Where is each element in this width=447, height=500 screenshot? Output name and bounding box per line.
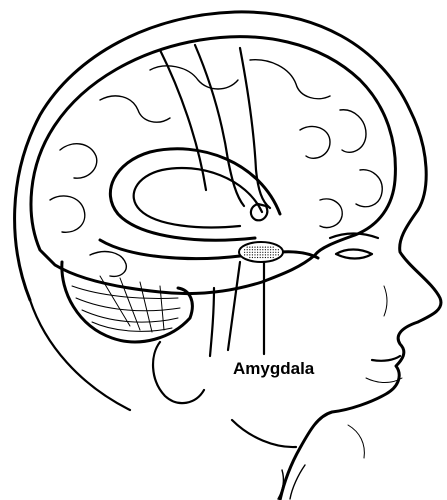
amygdala-dot	[267, 252, 268, 253]
amygdala-dot	[257, 257, 258, 258]
amygdala-dot	[270, 247, 271, 248]
amygdala-dot	[270, 257, 271, 258]
amygdala-dot	[260, 247, 261, 248]
amygdala-dot	[252, 257, 253, 258]
amygdala-dot	[244, 249, 245, 250]
amygdala-dot	[252, 254, 253, 255]
amygdala-dot	[262, 249, 263, 250]
brainstem	[228, 262, 240, 350]
amygdala-dot	[273, 254, 274, 255]
amygdala-dot	[252, 247, 253, 248]
amygdala-dot	[265, 254, 266, 255]
temporal-lobe	[100, 240, 318, 259]
brainstem	[210, 288, 214, 356]
amygdala-shape	[239, 242, 283, 262]
amygdala-dot	[247, 252, 248, 253]
gyrus	[150, 66, 238, 89]
amygdala-dot	[247, 247, 248, 248]
amygdala-dot	[262, 247, 263, 248]
amygdala-dot	[260, 252, 261, 253]
amygdala-dot	[273, 252, 274, 253]
amygdala-dot	[249, 257, 250, 258]
amygdala-dot	[267, 257, 268, 258]
gyrus	[50, 196, 85, 232]
amygdala-dot	[254, 252, 255, 253]
amygdala-label: Amygdala	[233, 359, 315, 378]
amygdala-dot	[270, 249, 271, 250]
amygdala-dot	[267, 254, 268, 255]
sulcus	[240, 48, 270, 208]
amygdala-dot	[254, 249, 255, 250]
amygdala-dot	[254, 247, 255, 248]
gyrus	[320, 199, 342, 228]
amygdala-dot	[273, 249, 274, 250]
amygdala-dot	[260, 249, 261, 250]
chin-line	[348, 425, 364, 458]
amygdala-dot	[247, 249, 248, 250]
gyrus	[356, 170, 382, 207]
amygdala-dot	[265, 252, 266, 253]
gyrus	[300, 126, 330, 158]
amygdala-dot	[249, 254, 250, 255]
amygdala-dot	[244, 252, 245, 253]
cerebellum-folia	[92, 322, 172, 331]
cerebellum-folia	[100, 276, 130, 326]
limbic-arc-inner	[134, 168, 262, 227]
amygdala-dot	[278, 252, 279, 253]
amygdala-dot	[257, 247, 258, 248]
amygdala-dot	[278, 249, 279, 250]
amygdala-dot	[249, 252, 250, 253]
amygdala-dot	[270, 252, 271, 253]
amygdala-dot	[267, 249, 268, 250]
amygdala-dot	[278, 254, 279, 255]
amygdala-dot	[254, 257, 255, 258]
amygdala-dot	[265, 257, 266, 258]
gyrus	[60, 144, 97, 178]
amygdala-dot	[265, 247, 266, 248]
amygdala-dot	[273, 257, 274, 258]
amygdala-dot	[257, 249, 258, 250]
gyrus	[340, 110, 366, 153]
cheek-line	[384, 286, 387, 316]
amygdala-dot	[275, 254, 276, 255]
amygdala-dot	[262, 254, 263, 255]
neck-line	[232, 420, 296, 447]
gyrus	[250, 60, 330, 99]
amygdala-dot	[265, 249, 266, 250]
amygdala-dot	[267, 247, 268, 248]
amygdala-dot	[262, 252, 263, 253]
amygdala-dot	[257, 252, 258, 253]
gyrus	[90, 252, 126, 277]
amygdala-dot	[247, 254, 248, 255]
gyrus	[100, 96, 170, 122]
amygdala-dot	[244, 254, 245, 255]
amygdala-dot	[252, 249, 253, 250]
mouth	[372, 356, 400, 361]
amygdala-dot	[254, 254, 255, 255]
amygdala-dot	[275, 252, 276, 253]
amygdala-dot	[262, 257, 263, 258]
central-sulcus	[195, 45, 244, 206]
amygdala-dot	[260, 257, 261, 258]
amygdala-dot	[252, 252, 253, 253]
cerebellum	[62, 262, 193, 342]
amygdala-dot	[249, 249, 250, 250]
neck-stroke	[290, 465, 305, 499]
amygdala-dot	[275, 249, 276, 250]
amygdala-dot	[270, 254, 271, 255]
amygdala-dot	[249, 247, 250, 248]
eye	[336, 250, 372, 259]
ear	[153, 342, 204, 403]
amygdala-dot	[273, 247, 274, 248]
amygdala-dot	[257, 254, 258, 255]
amygdala-dot	[260, 254, 261, 255]
